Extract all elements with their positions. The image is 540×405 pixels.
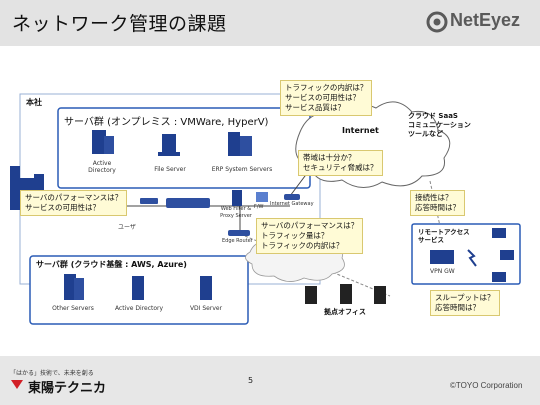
- file-server-icon: [158, 134, 180, 156]
- cloud-item-0: Other Servers: [52, 305, 94, 312]
- remote-access-label: リモートアクセス サービス: [418, 228, 470, 244]
- company-name: 東陽テクニカ: [28, 381, 107, 396]
- small-switch-icon: [140, 198, 158, 204]
- slide-header: [0, 0, 540, 46]
- cloud-item-1: Active Directory: [114, 305, 164, 312]
- cloud-item-2: VDI Server: [189, 305, 223, 312]
- webfilter-icon: [232, 190, 242, 206]
- neteyez-logo-text: NetEyez: [450, 10, 521, 30]
- internet-label: Internet: [342, 126, 379, 135]
- user-label: ユーザ: [118, 224, 136, 231]
- cloud-group-title: サーバ群 (クラウド基盤 : AWS, Azure): [36, 260, 187, 269]
- wireless-icon: [467, 249, 477, 267]
- onprem-item-0: Active Directory: [88, 160, 116, 174]
- neteyez-logo: NetEyez: [426, 10, 536, 34]
- remote-access-box: [411, 223, 521, 285]
- onprem-item-2: ERP System Servers: [211, 166, 273, 173]
- active-directory-icon: [92, 130, 114, 154]
- erp-servers-icon: [228, 132, 252, 156]
- vpn-line: [429, 180, 441, 227]
- page-number: 5: [248, 376, 254, 385]
- callout-cloud-perf: サーバのパフォーマンスは？ トラフィック量は？ トラフィックの内訳は？: [256, 218, 364, 254]
- saas-label: クラウド SaaS コミュニケーション ツールなど: [408, 112, 471, 138]
- firewall-icon: [256, 192, 268, 202]
- gateway-label: Internet Gateway: [270, 201, 314, 207]
- branch-office-icon: [305, 284, 386, 304]
- onprem-title: サーバ群 (オンプレミス : VMWare, HyperV): [64, 117, 269, 128]
- other-servers-icon: [64, 274, 84, 300]
- cloud-active-directory-icon: [132, 276, 144, 300]
- hq-label: 本社: [26, 98, 42, 107]
- branch-office-label: 拠点オフィス: [324, 308, 366, 316]
- callout-throughput: スループットは？ 応答時間は？: [430, 290, 500, 316]
- edge-router-label: Edge Router: [222, 238, 253, 244]
- edge-router-icon: [228, 230, 250, 236]
- callout-connectivity: 接続性は？ 応答時間は？: [410, 190, 465, 216]
- company-slogan: 「はかる」技術で、未来を創る: [10, 370, 94, 377]
- core-switch-icon: [166, 198, 210, 208]
- copyright: ©TOYO Corporation: [450, 381, 523, 390]
- onprem-item-1: File Server: [154, 166, 186, 173]
- slide-title: ネットワーク管理の課題: [12, 13, 227, 35]
- fw-label: F/W: [254, 204, 264, 210]
- callout-bandwidth: 帯域は十分か？ セキュリティ脅威は？: [298, 150, 383, 176]
- neteyez-logo-icon: [426, 11, 448, 33]
- gateway-icon: [284, 194, 300, 200]
- webfilter-label: Web Filter & Proxy Server: [220, 206, 252, 219]
- callout-traffic: トラフィックの内訳は？ サービスの可用性は？ サービス品質は？: [280, 80, 373, 116]
- vdi-server-icon: [200, 276, 212, 300]
- vpn-gw-icon: [430, 250, 454, 264]
- toyo-logo-icon: [11, 380, 23, 389]
- vpn-gw-label: VPN GW: [430, 268, 455, 275]
- callout-server-perf: サーバのパフォーマンスは？ サービスの可用性は？: [20, 190, 128, 216]
- slide-footer: [0, 356, 540, 405]
- remote-user-icons: [492, 228, 514, 282]
